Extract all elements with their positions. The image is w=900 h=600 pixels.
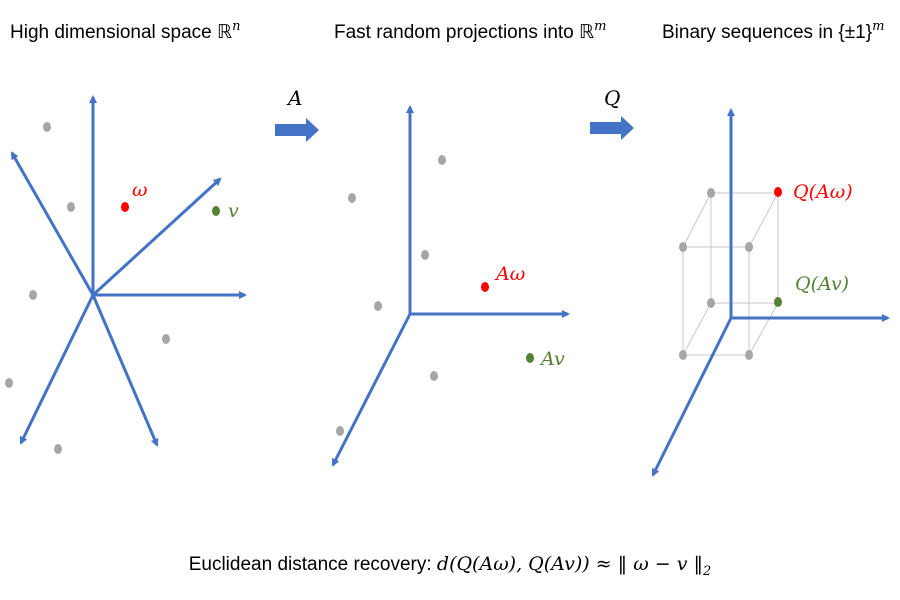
projection-arrow-A: A <box>275 86 319 142</box>
omega-point <box>121 202 129 212</box>
gray-point <box>54 444 62 454</box>
gray-point <box>43 122 51 132</box>
axis <box>651 317 733 477</box>
Q-A-omega-label: Q(Aω) <box>793 181 853 203</box>
panel-random-projections: Aω Av <box>331 105 570 467</box>
cube-vertex <box>707 188 715 198</box>
cube-vertex <box>745 350 753 360</box>
axis <box>331 313 412 467</box>
title-random-projections: Fast random projections into ℝm <box>334 19 606 43</box>
A-omega-point <box>481 282 489 292</box>
Q-Av-label: Q(Av) <box>795 273 849 295</box>
cube-vertex <box>679 242 687 252</box>
cube-vertex <box>679 350 687 360</box>
block-arrow-icon <box>590 116 634 140</box>
axis <box>91 177 222 297</box>
gray-point <box>430 371 438 381</box>
v-label: v <box>228 200 239 222</box>
Av-point <box>526 353 534 363</box>
arrow-label-A: A <box>286 86 302 110</box>
gray-point <box>374 301 382 311</box>
quantization-arrow-Q: Q <box>590 86 634 140</box>
gray-point <box>162 334 170 344</box>
block-arrow-icon <box>275 118 319 142</box>
A-omega-label: Aω <box>494 263 525 285</box>
Q-A-omega-point <box>774 187 782 197</box>
Q-Av-point <box>774 297 782 307</box>
gray-point <box>438 155 446 165</box>
gray-point <box>67 202 75 212</box>
gray-point <box>29 290 37 300</box>
omega-label: ω <box>132 179 148 201</box>
title-high-dimensional: High dimensional space ℝn <box>10 19 240 43</box>
axis <box>19 294 95 445</box>
cube-vertex <box>745 242 753 252</box>
v-point <box>212 206 220 216</box>
caption: Euclidean distance recovery: d(Q(Aω), Q(… <box>189 553 712 579</box>
panel-high-dimensional: ω v <box>5 95 247 454</box>
gray-point <box>336 426 344 436</box>
gray-point <box>348 193 356 203</box>
axis <box>10 151 95 296</box>
title-binary-sequences: Binary sequences in {±1}m <box>662 19 884 43</box>
panel-binary-sequences: Q(Aω) Q(Av) <box>651 108 890 477</box>
gray-point <box>5 378 13 388</box>
Av-label: Av <box>539 348 565 370</box>
axis <box>91 294 159 447</box>
arrow-label-Q: Q <box>604 86 620 110</box>
gray-point <box>421 250 429 260</box>
cube-vertex <box>707 298 715 308</box>
